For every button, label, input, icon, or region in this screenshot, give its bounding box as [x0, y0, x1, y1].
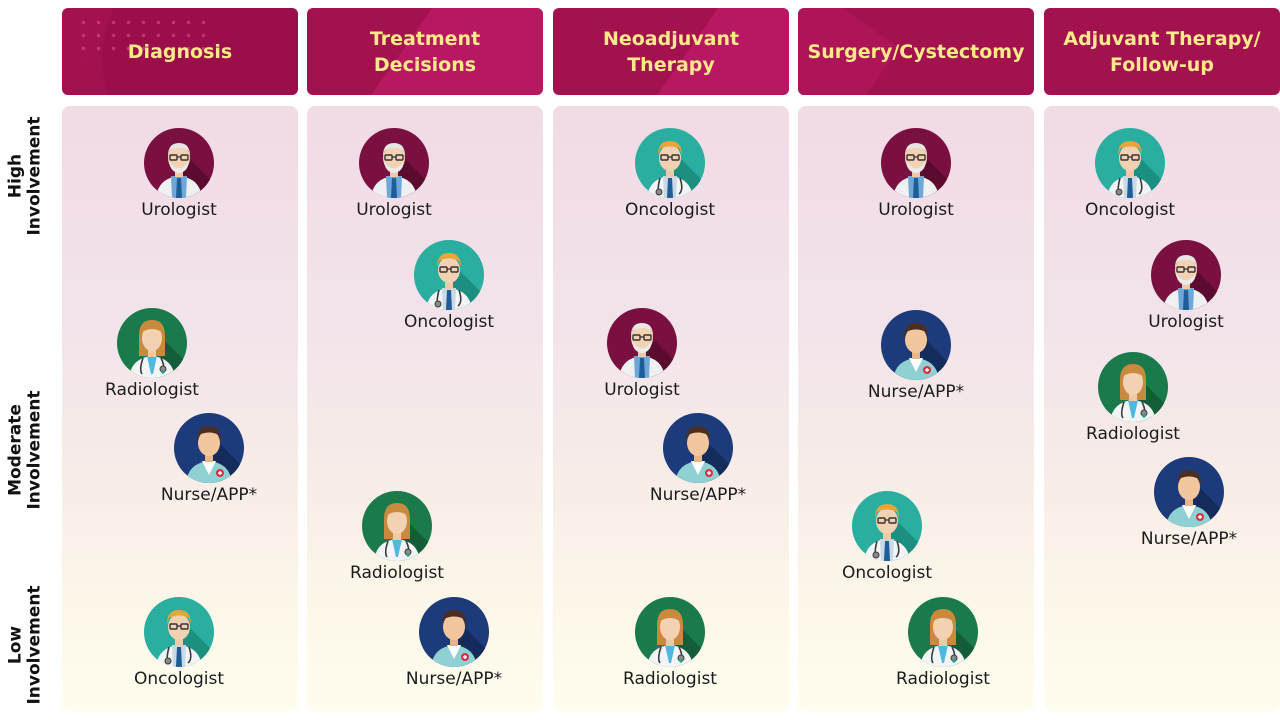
row-label-high-text: High Involvement	[6, 116, 46, 236]
nurse-avatar-icon	[419, 597, 489, 667]
role-label: Radiologist	[350, 563, 444, 583]
column-adjuvant-therapy-follow-up	[1044, 106, 1280, 712]
person-nurse-app: Nurse/APP*	[861, 310, 971, 402]
person-urologist: Urologist	[587, 308, 697, 400]
role-label: Nurse/APP*	[867, 382, 965, 402]
nurse-avatar-icon	[881, 310, 951, 380]
role-label: Radiologist	[623, 669, 717, 689]
urologist-avatar-icon	[881, 128, 951, 198]
nurse-avatar-icon	[174, 413, 244, 483]
radiologist-avatar-icon	[1098, 352, 1168, 422]
person-nurse-app: Nurse/APP*	[1134, 457, 1244, 549]
oncologist-avatar-icon	[1095, 128, 1165, 198]
person-urologist: Urologist	[339, 128, 449, 220]
header-title: Treatment Decisions	[369, 27, 481, 76]
radiologist-avatar-icon	[117, 308, 187, 378]
header-diagnosis: Diagnosis	[62, 8, 298, 95]
person-nurse-app: Nurse/APP*	[399, 597, 509, 689]
header-title: Surgery/Cystectomy	[807, 40, 1025, 63]
role-label: Oncologist	[403, 312, 495, 332]
role-label: Radiologist	[105, 380, 199, 400]
radiologist-avatar-icon	[635, 597, 705, 667]
role-label: Radiologist	[1086, 424, 1180, 444]
row-label-moderate: Moderate Involvement	[6, 300, 46, 600]
role-label: Nurse/APP*	[649, 485, 747, 505]
header-adjuvant-therapy-follow-up: Adjuvant Therapy/ Follow-up	[1044, 8, 1280, 95]
header-neoadjuvant-therapy: Neoadjuvant Therapy	[553, 8, 789, 95]
oncologist-avatar-icon	[852, 491, 922, 561]
header-treatment-decisions: Treatment Decisions	[307, 8, 543, 95]
radiologist-avatar-icon	[908, 597, 978, 667]
urologist-avatar-icon	[607, 308, 677, 378]
role-label: Oncologist	[841, 563, 933, 583]
urologist-avatar-icon	[359, 128, 429, 198]
person-radiologist: Radiologist	[1078, 352, 1188, 444]
role-label: Oncologist	[624, 200, 716, 220]
row-label-low-text: Low Involvement	[6, 585, 46, 705]
role-label: Urologist	[1148, 312, 1224, 332]
role-label: Urologist	[878, 200, 954, 220]
role-label: Nurse/APP*	[405, 669, 503, 689]
header-title: Diagnosis	[127, 40, 233, 63]
person-radiologist: Radiologist	[615, 597, 725, 689]
role-label: Nurse/APP*	[1140, 529, 1238, 549]
role-label: Urologist	[604, 380, 680, 400]
urologist-avatar-icon	[1151, 240, 1221, 310]
person-urologist: Urologist	[861, 128, 971, 220]
role-label: Oncologist	[1084, 200, 1176, 220]
person-radiologist: Radiologist	[97, 308, 207, 400]
header-title: Adjuvant Therapy/ Follow-up	[1063, 27, 1261, 76]
person-oncologist: Oncologist	[832, 491, 942, 583]
person-urologist: Urologist	[124, 128, 234, 220]
oncologist-avatar-icon	[144, 597, 214, 667]
person-oncologist: Oncologist	[124, 597, 234, 689]
row-label-high: High Involvement	[6, 106, 46, 246]
person-urologist: Urologist	[1131, 240, 1241, 332]
person-oncologist: Oncologist	[394, 240, 504, 332]
role-label: Urologist	[356, 200, 432, 220]
role-label: Oncologist	[133, 669, 225, 689]
nurse-avatar-icon	[663, 413, 733, 483]
person-nurse-app: Nurse/APP*	[154, 413, 264, 505]
header-title: Neoadjuvant Therapy	[602, 27, 740, 76]
oncologist-avatar-icon	[414, 240, 484, 310]
person-radiologist: Radiologist	[888, 597, 998, 689]
role-label: Nurse/APP*	[160, 485, 258, 505]
nurse-avatar-icon	[1154, 457, 1224, 527]
person-oncologist: Oncologist	[1075, 128, 1185, 220]
person-radiologist: Radiologist	[342, 491, 452, 583]
person-nurse-app: Nurse/APP*	[643, 413, 753, 505]
role-label: Radiologist	[896, 669, 990, 689]
row-label-moderate-text: Moderate Involvement	[6, 390, 46, 510]
urologist-avatar-icon	[144, 128, 214, 198]
oncologist-avatar-icon	[635, 128, 705, 198]
radiologist-avatar-icon	[362, 491, 432, 561]
person-oncologist: Oncologist	[615, 128, 725, 220]
header-surgery-cystectomy: Surgery/Cystectomy	[798, 8, 1034, 95]
row-label-low: Low Involvement	[6, 570, 46, 720]
role-label: Urologist	[141, 200, 217, 220]
